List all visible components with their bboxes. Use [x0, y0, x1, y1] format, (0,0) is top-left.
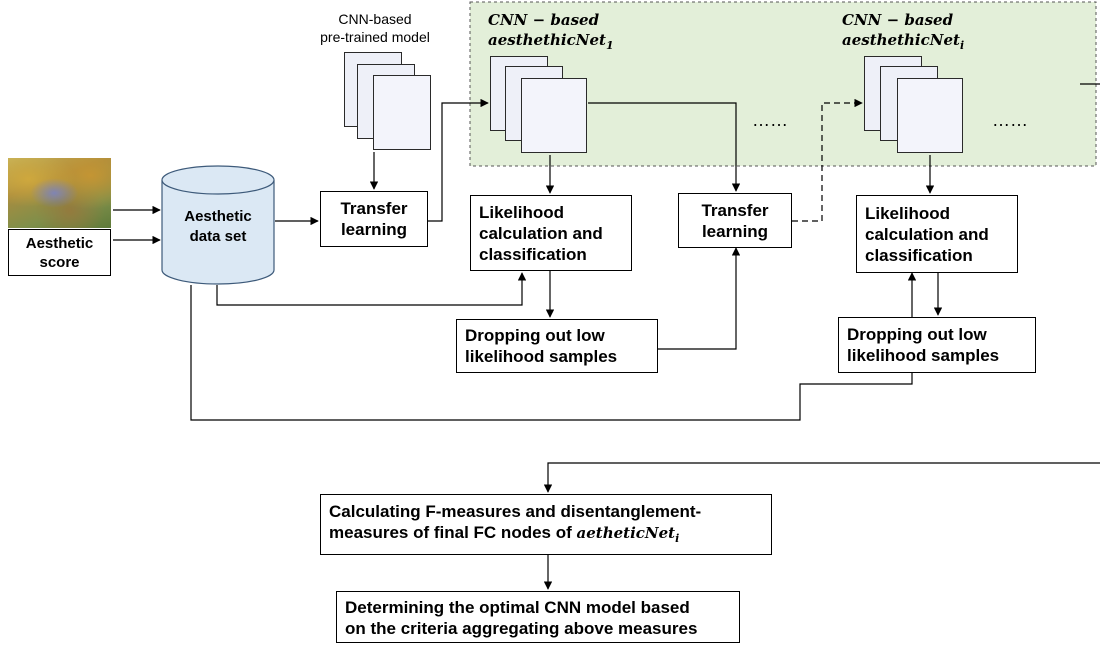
optimal-line1: Determining the optimal CNN model based — [345, 598, 690, 617]
pretrained-page-3 — [373, 75, 431, 150]
optimal-line2: on the criteria aggregating above measur… — [345, 619, 698, 638]
dataset-label: Aesthetic data set — [184, 208, 252, 245]
fmeasure-line1: Calculating F-measures and disentangleme… — [329, 502, 702, 521]
neti-page-3 — [897, 78, 963, 153]
dropout-box-2: Dropping out low likelihood samples — [838, 317, 1036, 373]
aesthetic-score-box: Aesthetic score — [8, 229, 111, 276]
dataset-cylinder — [161, 165, 275, 285]
fmeasure-box: Calculating F-measures and disentangleme… — [320, 494, 772, 555]
likelihood-box-1: Likelihood calculation and classificatio… — [470, 195, 632, 271]
optimal-box: Determining the optimal CNN model based … — [336, 591, 740, 643]
ellipsis-1: …… — [752, 110, 788, 130]
transfer-learning-box-2: Transfer learning — [678, 193, 792, 248]
likelihood-box-2: Likelihood calculation and classificatio… — [856, 195, 1018, 273]
pretrained-model-label: CNN-based pre-trained model — [320, 11, 430, 45]
fmeasure-line2: measures of final FC nodes of — [329, 523, 577, 542]
aesthetic-image — [8, 158, 111, 228]
fmeasure-math: aetheticNeti — [576, 524, 680, 545]
net1-page-3 — [521, 78, 587, 153]
neti-title: CNN − based aesthethicNeti — [842, 11, 965, 52]
dropout-box-1: Dropping out low likelihood samples — [456, 319, 658, 373]
aesthetic-score-label: Aesthetic score — [25, 234, 94, 271]
ellipsis-2: …… — [992, 110, 1028, 130]
transfer-learning-box-1: Transfer learning — [320, 191, 428, 247]
net1-title: CNN − based aesthethicNet1 — [488, 11, 614, 52]
